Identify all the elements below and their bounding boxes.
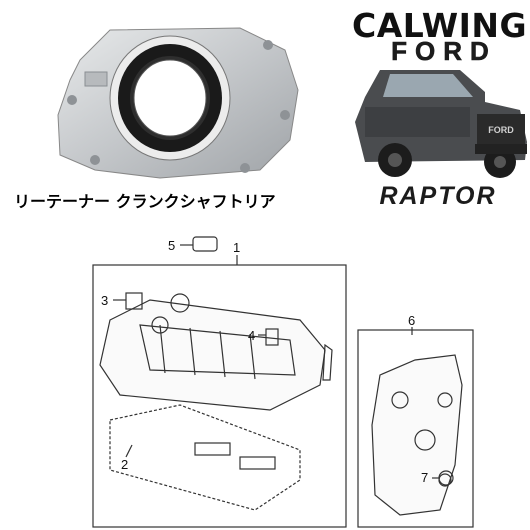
brand-name: CALWING: [352, 6, 528, 45]
callout-1: 1: [233, 240, 240, 255]
retainer-photo: [57, 27, 299, 179]
product-title: リーテーナー クランクシャフトリア: [14, 192, 276, 211]
callout-6: 6: [408, 313, 415, 328]
brand-make-logo: FORD: [391, 38, 497, 64]
assembly-frame-6: [357, 329, 474, 528]
parts-diagram: 5 1 3 4 2 6 7: [92, 236, 474, 528]
callout-3: 3: [101, 293, 108, 308]
svg-text:FORD: FORD: [391, 38, 497, 64]
svg-text:FORD: FORD: [488, 125, 514, 135]
truck-photo: FORD: [355, 70, 527, 178]
svg-text:RAPTOR: RAPTOR: [379, 182, 496, 208]
assembly-frame-1: [92, 264, 347, 528]
callout-5: 5: [168, 238, 175, 253]
brand-model-logo: RAPTOR: [379, 182, 496, 208]
callout-2: 2: [121, 457, 128, 472]
callout-4: 4: [248, 328, 255, 343]
callout-7: 7: [421, 470, 428, 485]
